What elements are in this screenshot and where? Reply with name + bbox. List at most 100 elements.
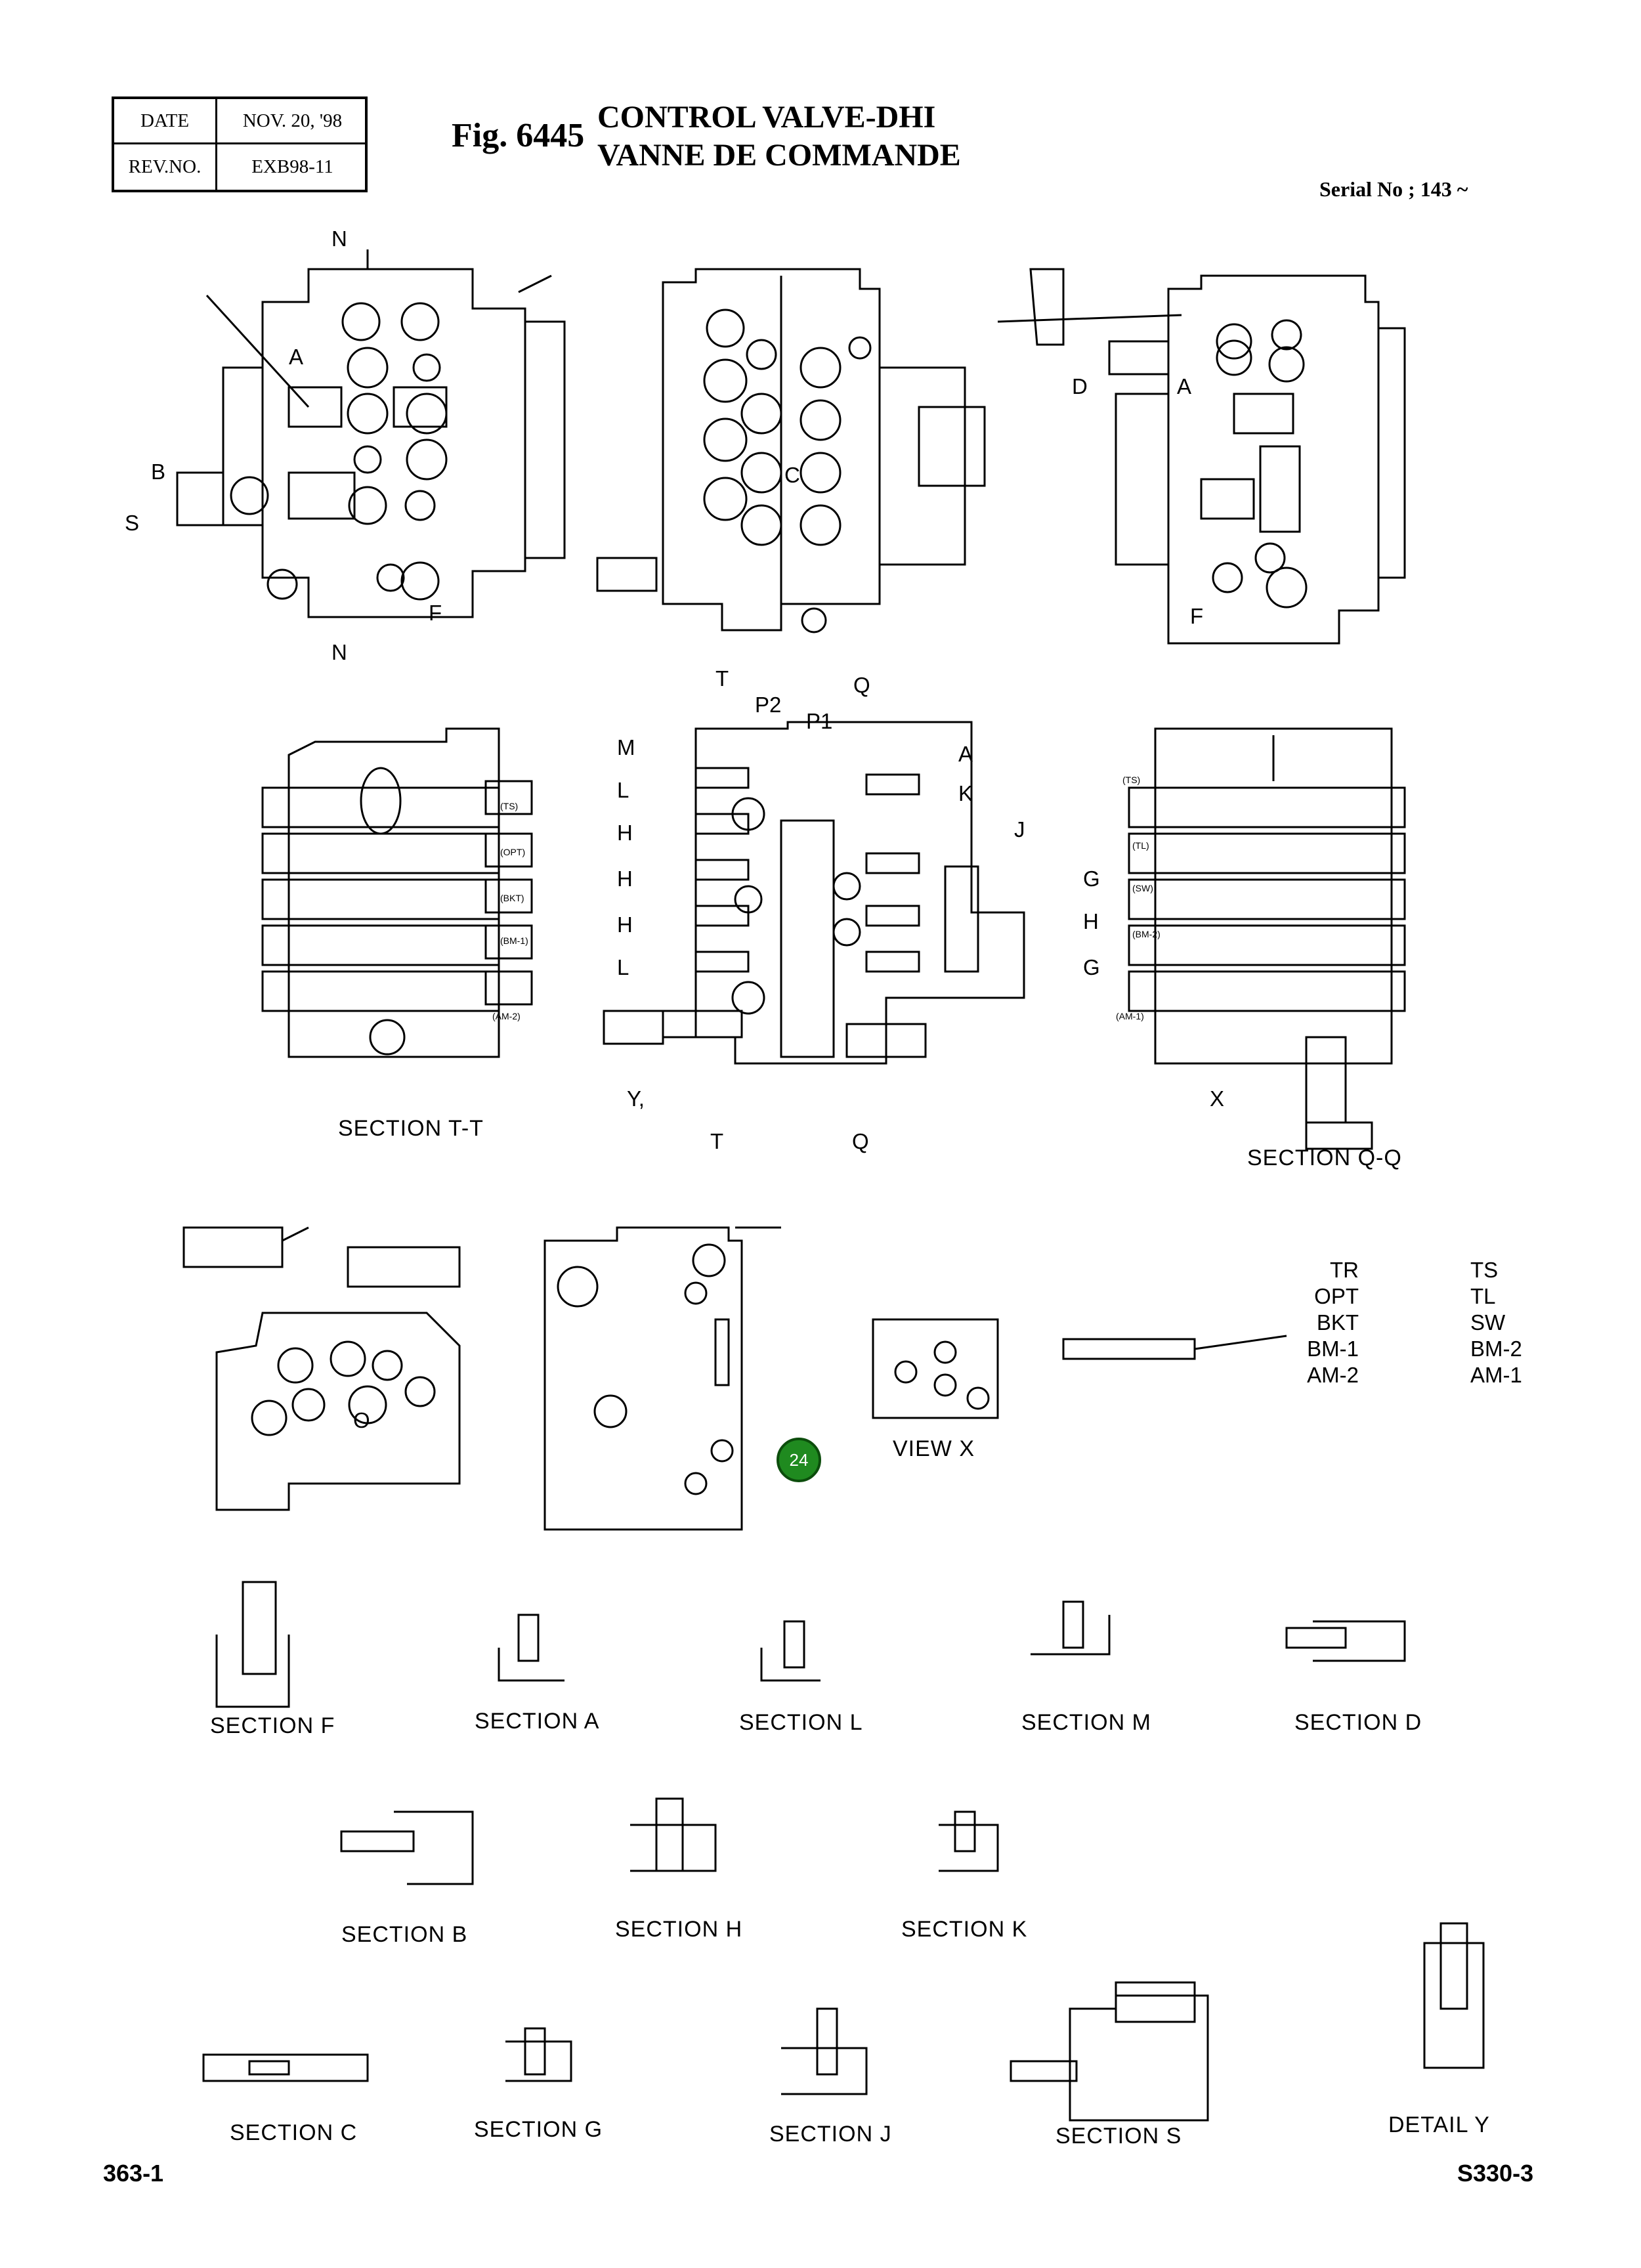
figure-title: CONTROL VALVE-DHI VANNE DE COMMANDE bbox=[597, 98, 961, 175]
caption-section-g: SECTION G bbox=[474, 2117, 603, 2142]
top-left-valve-view bbox=[176, 249, 566, 618]
caption-section-l: SECTION L bbox=[739, 1710, 863, 1735]
legend-left-item: BKT bbox=[1316, 1310, 1359, 1335]
legend-right-item: TL bbox=[1470, 1284, 1496, 1308]
view-label-x: X bbox=[1210, 1086, 1225, 1111]
view-label-n-bottom: N bbox=[331, 640, 347, 664]
legend-left-item: TR bbox=[1330, 1258, 1359, 1282]
view-label-t-bottom: T bbox=[710, 1129, 724, 1153]
section-d-drawing bbox=[1285, 1620, 1406, 1662]
section-k-drawing bbox=[939, 1810, 999, 1872]
section-s-drawing bbox=[1010, 1981, 1209, 2122]
caption-section-s: SECTION S bbox=[1055, 2124, 1182, 2149]
section-c-drawing bbox=[202, 2053, 369, 2082]
serial-number: Serial No ; 143 ~ bbox=[1319, 177, 1468, 201]
view-label-a: A bbox=[289, 345, 304, 369]
view-label-a2: A bbox=[1177, 374, 1192, 398]
caption-section-tt: SECTION T-T bbox=[338, 1116, 484, 1141]
view-label-l1: L bbox=[617, 778, 629, 802]
view-label-o: O bbox=[353, 1408, 370, 1432]
legend-right-item: SW bbox=[1470, 1310, 1506, 1335]
view-label-h1: H bbox=[617, 821, 633, 845]
view-label-n-top: N bbox=[331, 226, 347, 251]
view-label-y: Y, bbox=[627, 1086, 645, 1111]
revision-table: DATE NOV. 20, '98 REV.NO. EXB98-11 bbox=[112, 96, 368, 192]
view-label-g1: G bbox=[1083, 867, 1100, 891]
view-label-k: K bbox=[958, 781, 973, 805]
section-qq-drawing bbox=[1128, 727, 1406, 1150]
detail-y-drawing bbox=[1423, 1922, 1485, 2069]
document-code: S330-3 bbox=[1457, 2160, 1534, 2187]
view-label-t-top: T bbox=[715, 666, 729, 691]
tag-bm1: (BM-1) bbox=[500, 935, 528, 946]
page-number: 363-1 bbox=[103, 2160, 164, 2187]
section-j-drawing bbox=[781, 2007, 868, 2095]
view-label-q-bottom: Q bbox=[852, 1129, 869, 1153]
legend-right-item: AM-1 bbox=[1470, 1363, 1522, 1387]
rev-value: EXB98-11 bbox=[251, 156, 333, 177]
date-row: DATE NOV. 20, '98 bbox=[114, 99, 365, 144]
title-french: VANNE DE COMMANDE bbox=[597, 138, 961, 173]
view-label-m: M bbox=[617, 735, 635, 760]
cover-plate-drawing bbox=[543, 1226, 781, 1531]
caption-view-x: VIEW X bbox=[893, 1436, 975, 1461]
view-label-b: B bbox=[151, 460, 166, 484]
date-label: DATE bbox=[140, 110, 190, 131]
view-label-c: C bbox=[784, 463, 800, 487]
center-section-drawing bbox=[603, 721, 1025, 1065]
view-label-s: S bbox=[125, 511, 140, 535]
top-center-valve-view bbox=[596, 268, 986, 633]
view-label-l2: L bbox=[617, 955, 629, 979]
legend-right-item: BM-2 bbox=[1470, 1337, 1522, 1361]
view-label-h3: H bbox=[617, 912, 633, 937]
part-callout-badge[interactable]: 24 bbox=[777, 1438, 821, 1482]
tag-am2: (AM-2) bbox=[492, 1011, 521, 1021]
tag-bkt: (BKT) bbox=[500, 893, 524, 903]
view-x-drawing bbox=[872, 1318, 1287, 1419]
revision-row: REV.NO. EXB98-11 bbox=[114, 144, 365, 190]
view-label-g2: G bbox=[1083, 955, 1100, 979]
caption-section-k: SECTION K bbox=[901, 1917, 1028, 1942]
o-view-drawing bbox=[182, 1226, 461, 1511]
date-value: NOV. 20, '98 bbox=[242, 110, 343, 131]
view-label-h2: H bbox=[617, 867, 633, 891]
caption-section-m: SECTION M bbox=[1021, 1710, 1151, 1735]
tag-opt: (OPT) bbox=[500, 847, 526, 857]
view-label-q-top: Q bbox=[853, 673, 870, 697]
tag-sw: (SW) bbox=[1132, 883, 1153, 893]
view-label-j: J bbox=[1014, 817, 1025, 842]
caption-detail-y: DETAIL Y bbox=[1388, 2112, 1490, 2137]
view-label-p2: P2 bbox=[755, 693, 782, 717]
legend-left-item: BM-1 bbox=[1307, 1337, 1359, 1361]
caption-section-j: SECTION J bbox=[769, 2122, 892, 2147]
caption-section-qq: SECTION Q-Q bbox=[1247, 1145, 1402, 1170]
legend-left-column: TR OPT BKT BM-1 AM-2 bbox=[1306, 1257, 1359, 1388]
legend-right-item: TS bbox=[1470, 1258, 1499, 1282]
legend-left-item: OPT bbox=[1314, 1284, 1359, 1308]
tag-ts: (TS) bbox=[500, 801, 519, 811]
view-label-f: F bbox=[429, 601, 442, 625]
view-label-h4: H bbox=[1083, 909, 1099, 933]
caption-section-c: SECTION C bbox=[230, 2120, 358, 2145]
legend-right-column: TS TL SW BM-2 AM-1 bbox=[1470, 1257, 1522, 1388]
section-f-drawing bbox=[215, 1581, 290, 1708]
caption-section-b: SECTION B bbox=[341, 1922, 468, 1947]
section-b-drawing bbox=[340, 1810, 474, 1885]
figure-number: Fig. 6445 bbox=[452, 117, 585, 154]
tag-am1: (AM-1) bbox=[1116, 1011, 1144, 1021]
title-english: CONTROL VALVE-DHI bbox=[597, 100, 936, 135]
section-l-drawing bbox=[760, 1620, 820, 1682]
section-a-drawing bbox=[498, 1614, 565, 1682]
view-label-a3: A bbox=[958, 742, 973, 766]
section-h-drawing bbox=[630, 1797, 717, 1872]
section-tt-drawing bbox=[261, 727, 533, 1058]
rev-label: REV.NO. bbox=[128, 156, 202, 177]
legend-left-item: AM-2 bbox=[1307, 1363, 1359, 1387]
tag-tl: (TL) bbox=[1132, 840, 1149, 851]
tag-ts-qq: (TS) bbox=[1122, 775, 1141, 785]
caption-section-a: SECTION A bbox=[475, 1709, 600, 1734]
table-divider bbox=[215, 99, 217, 190]
view-label-f2: F bbox=[1190, 604, 1204, 628]
section-m-drawing bbox=[1031, 1600, 1111, 1656]
